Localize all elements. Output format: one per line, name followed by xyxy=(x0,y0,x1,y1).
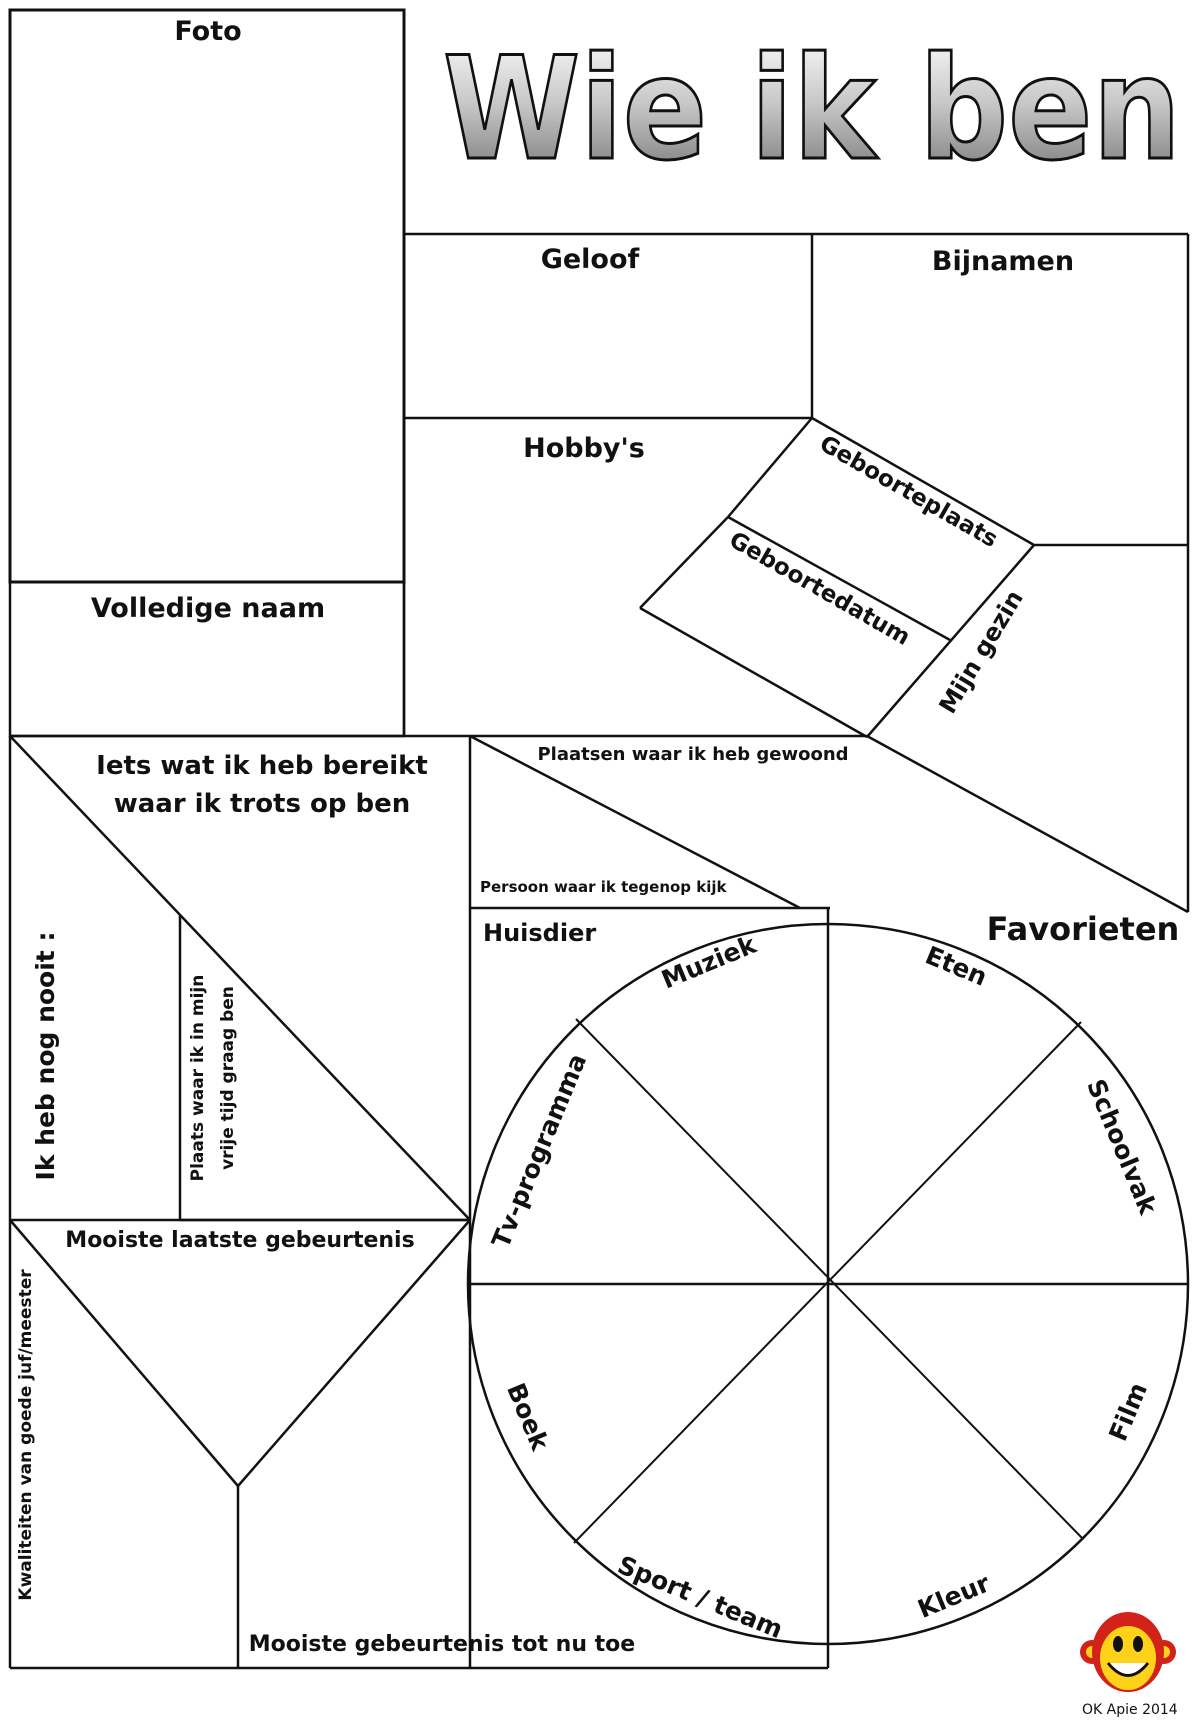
free-time-place-line2: vrije tijd graag ben xyxy=(218,986,238,1170)
bottom-left-lines xyxy=(9,1218,828,1670)
wedge-book-label: Boek xyxy=(501,1379,555,1456)
photo-box xyxy=(8,8,406,584)
middle-band-lines xyxy=(8,734,1189,1668)
favorites-heading: Favorieten xyxy=(987,910,1180,948)
free-time-place-line1: Plaats waar ik in mijn xyxy=(188,975,208,1182)
full-name-label: Volledige naam xyxy=(91,593,325,624)
favorites-wheel xyxy=(466,908,1190,1668)
foto-label: Foto xyxy=(174,16,241,47)
achievement-label-line2: waar ik trots op ben xyxy=(114,789,411,819)
never-done-label: Ik heb nog nooit : xyxy=(31,932,60,1181)
hobbys-label: Hobby's xyxy=(523,433,645,464)
achievement-label-line1: Iets wat ik heb bereikt xyxy=(96,751,428,781)
bijnamen-label: Bijnamen xyxy=(932,246,1074,277)
pet-label: Huisdier xyxy=(483,919,596,947)
wedge-film-label: Film xyxy=(1103,1378,1153,1445)
monkey-face-icon xyxy=(1080,1612,1176,1692)
geloof-label: Geloof xyxy=(541,244,640,275)
geboorteplaats-label: Geboorteplaats xyxy=(815,431,1002,553)
places-lived-label: Plaatsen waar ik heb gewoond xyxy=(537,744,848,765)
role-model-label: Persoon waar ik tegenop kijk xyxy=(480,878,728,896)
best-event-label: Mooiste gebeurtenis tot nu toe xyxy=(249,1632,635,1657)
wedge-color-label: Kleur xyxy=(914,1568,995,1624)
wedge-tv-label: Tv-programma xyxy=(486,1049,592,1252)
latest-event-label: Mooiste laatste gebeurtenis xyxy=(65,1228,414,1253)
geboortedatum-label: Geboortedatum xyxy=(725,527,915,651)
wedge-sport-label: Sport / team xyxy=(614,1550,787,1644)
page-title: Wie ik ben xyxy=(443,27,1181,192)
teacher-qualities-label: Kwaliteiten van goede juf/meester xyxy=(16,1269,36,1601)
wedge-music-label: Muziek xyxy=(657,929,761,994)
credit-line: OK Apie 2014 xyxy=(1082,1702,1178,1718)
top-right-grid xyxy=(402,232,1190,912)
wedge-school-subject-label: Schoolvak xyxy=(1081,1075,1163,1220)
